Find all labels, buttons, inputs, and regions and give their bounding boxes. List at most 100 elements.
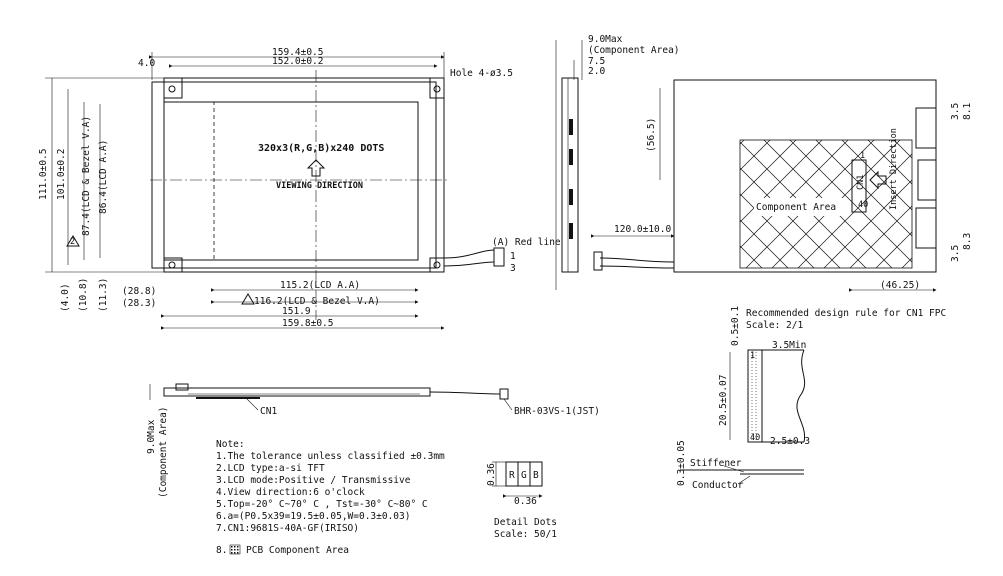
dot-g: G xyxy=(521,470,527,481)
dim-bezel-va-h: 87.4(LCD & Bezel V.A) xyxy=(81,116,92,236)
notes-block: Note: 1.The tolerance unless classified … xyxy=(216,439,445,556)
bottom-component-area: (Component Area) xyxy=(158,406,169,498)
label-bg xyxy=(754,198,844,216)
hole-tab xyxy=(429,77,445,99)
leader-line xyxy=(503,398,513,411)
fpc-pin-1: 1 xyxy=(750,351,755,361)
module-outline xyxy=(163,77,445,273)
mount-hole xyxy=(168,85,176,93)
revision-triangle-icon xyxy=(66,235,80,247)
leader-line xyxy=(245,397,259,411)
note-3: 3.LCD mode:Positive / Transmissive xyxy=(216,475,411,486)
back-slot xyxy=(917,159,937,201)
insert-direction-label: Insert Direction xyxy=(889,128,899,210)
dim-outer-height: 111.0±0.5 xyxy=(38,149,49,200)
bottom-max-thickness: 9.0Max xyxy=(146,419,157,454)
back-dim-3-5-top: 3.5 xyxy=(950,103,961,120)
side-component xyxy=(569,149,573,165)
dim-left-offset: 4.0 xyxy=(138,58,155,69)
cable-wire xyxy=(429,391,501,395)
cable-connector xyxy=(593,251,603,271)
cn1-label: CN1 xyxy=(856,175,866,190)
back-dim-3-5-bot: 3.5 xyxy=(950,245,961,262)
dot-dim-h: 0.36 xyxy=(486,463,497,486)
side-max-thickness: 9.0Max xyxy=(588,34,623,45)
back-dim-56-5: (56.5) xyxy=(646,118,657,152)
viewing-direction-label: VIEWING DIRECTION xyxy=(276,181,363,191)
cn1-connector xyxy=(851,159,867,213)
back-dim-46-25: (46.25) xyxy=(880,280,920,291)
note-7: 7.CN1:9681S-40A-GF(IRISO) xyxy=(216,523,359,534)
cable-wire xyxy=(599,257,675,263)
detail-dots: R G B 0.36 0.36 Detail Dots Scale: 50/1 xyxy=(486,461,557,540)
connector-label: BHR-03VS-1(JST) xyxy=(514,406,600,417)
detail-dots-title: Detail Dots xyxy=(494,517,557,528)
back-dim-8-1: 8.1 xyxy=(962,103,973,120)
dim-bottom-offset: (4.0) xyxy=(60,283,71,312)
hole-tab xyxy=(163,77,183,99)
dot-cell xyxy=(505,461,543,487)
pcb-outline xyxy=(151,81,437,269)
cable-connector xyxy=(493,247,505,267)
note-8: PCB Component Area xyxy=(246,545,349,556)
dim-lcd-aa-h: 86.4(LCD A.A) xyxy=(98,140,109,214)
back-slot xyxy=(915,107,937,149)
dot-dim-w: 0.36 xyxy=(514,496,537,507)
conductor-label: Conductor xyxy=(692,480,744,491)
fpc-stiffener xyxy=(747,349,763,443)
hole-tab xyxy=(429,257,445,273)
dim-bezel-va-w: 116.2(LCD & Bezel V.A) xyxy=(254,296,380,307)
cable-wire xyxy=(443,261,495,267)
fpc-design-rule: Recommended design rule for CN1 FPC Scal… xyxy=(676,306,946,491)
leader-line xyxy=(737,475,751,485)
note-1: 1.The tolerance unless classified ±0.3mm xyxy=(216,451,445,462)
mount-hole xyxy=(433,261,441,269)
pin3-label: 3 xyxy=(510,263,516,274)
bottom-outline xyxy=(163,387,431,397)
side-component-area: (Component Area) xyxy=(588,45,680,56)
dim-hole-pitch-y: 101.0±0.2 xyxy=(56,149,67,200)
detail-dots-scale: Scale: 50/1 xyxy=(494,529,557,540)
side-dim-2-0: 2.0 xyxy=(588,66,605,77)
dim-glass-w: 151.9 xyxy=(282,306,311,317)
bottom-component xyxy=(175,383,189,391)
cable-label: (A) Red line xyxy=(492,237,561,248)
fpc-title: Recommended design rule for CN1 FPC xyxy=(746,308,946,319)
leader-line xyxy=(723,465,745,473)
dim-lcd-aa-w: 115.2(LCD A.A) xyxy=(280,280,360,291)
side-dim-7-5: 7.5 xyxy=(588,56,605,67)
pin-40-label: 40 xyxy=(858,200,868,210)
fpc-scale: Scale: 2/1 xyxy=(746,320,803,331)
pin-1-label: 1 xyxy=(860,151,865,161)
side-component xyxy=(569,223,573,239)
mount-hole xyxy=(433,85,441,93)
back-dim-8-3: 8.3 xyxy=(962,233,973,250)
note-6: 6.a=(P0.5x39=19.5±0.05,W=0.3±0.03) xyxy=(216,511,410,522)
dim-va-offset-x: (28.3) xyxy=(122,298,156,309)
fpc-dim-0-5: 0.5±0.1 xyxy=(730,306,741,346)
side-component xyxy=(569,189,573,205)
stiffener-label: Stiffener xyxy=(690,458,742,469)
side-component xyxy=(569,119,573,135)
revision-triangle-icon xyxy=(241,293,255,305)
up-arrow-icon xyxy=(306,159,326,177)
dots-label: 320x3(R,G,B)x240 DOTS xyxy=(258,143,384,154)
fpc-pin-40: 40 xyxy=(750,433,760,443)
cable-connector xyxy=(499,388,509,400)
back-dim-cable: 120.0±10.0 xyxy=(614,224,671,235)
hole-tab xyxy=(163,257,183,273)
bottom-cn1-label: CN1 xyxy=(260,406,277,417)
cable-wire xyxy=(443,249,495,259)
fpc-dim-3-5min: 3.5Min xyxy=(772,340,806,351)
dim-va-offset-y: (10.8) xyxy=(78,278,89,312)
insert-arrow-icon xyxy=(869,170,887,190)
dim-aa-offset-y: (11.3) xyxy=(98,278,109,312)
bottom-view: CN1 BHR-03VS-1(JST) 9.0Max (Component Ar… xyxy=(146,383,600,498)
front-view: 320x3(R,G,B)x240 DOTS VIEWING DIRECTION … xyxy=(38,47,561,330)
note-4: 4.View direction:6 o'clock xyxy=(216,487,365,498)
back-slot xyxy=(915,207,937,249)
fpc-break xyxy=(796,349,806,443)
hole-note: Hole 4-ø3.5 xyxy=(450,68,513,79)
side-outline xyxy=(561,77,579,273)
note-5: 5.Top=-20° C~70° C , Tst=-30° C~80° C xyxy=(216,499,428,510)
